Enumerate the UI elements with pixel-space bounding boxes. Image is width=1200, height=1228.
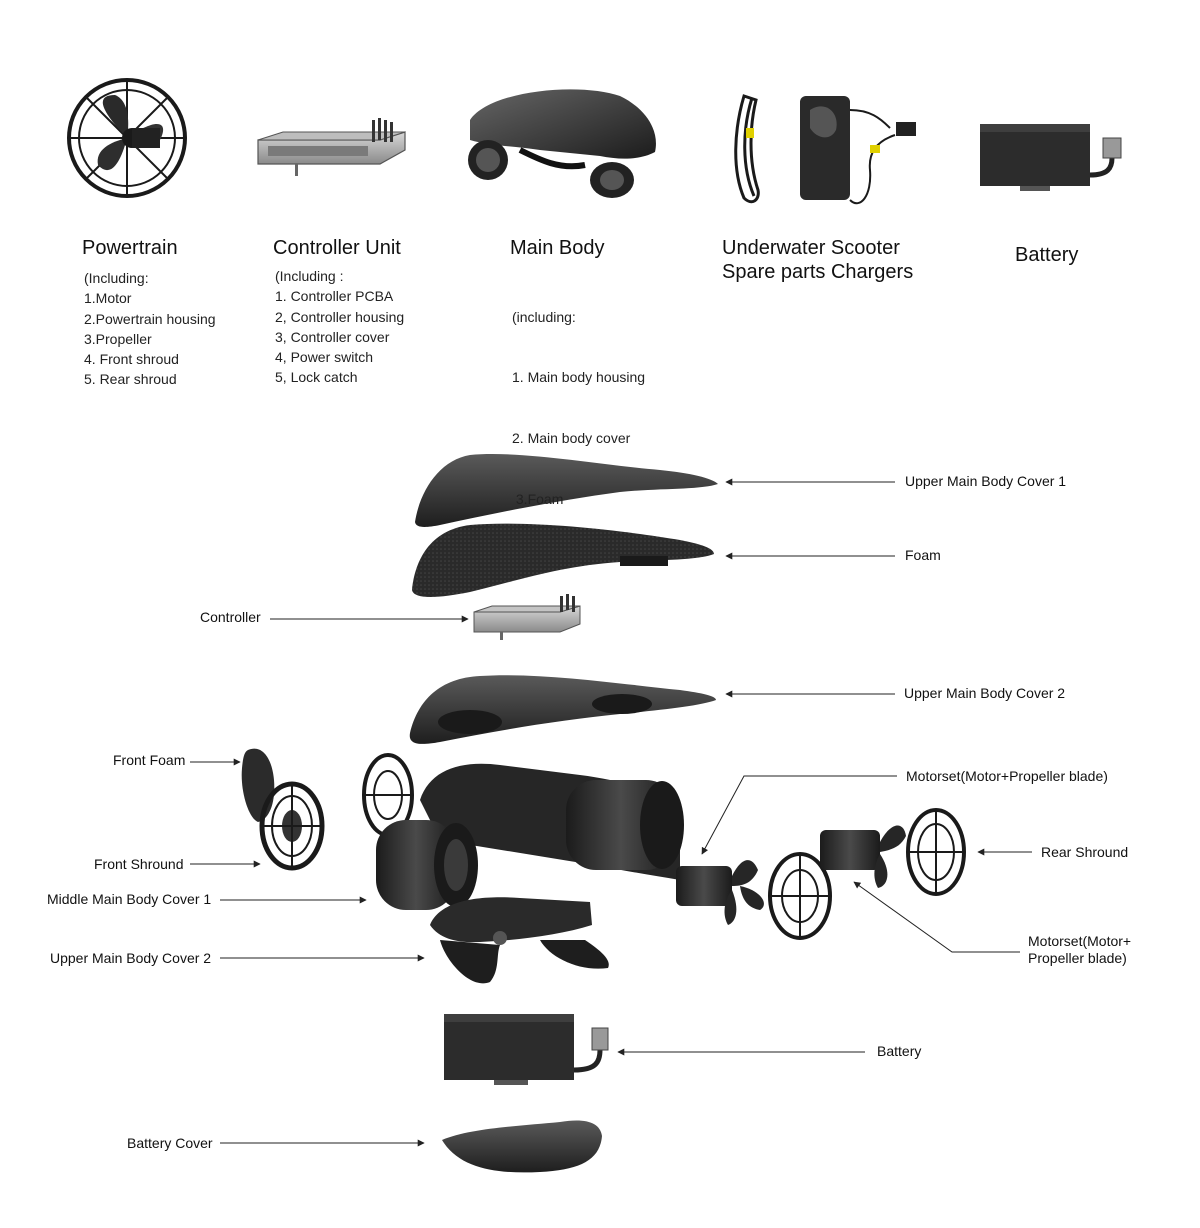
callout-motorset-bottom-line2: Propeller blade)	[1028, 950, 1127, 966]
list-item: 3, Controller cover	[275, 328, 390, 345]
battery-title: Battery	[1015, 244, 1079, 266]
callout-motorset-top: Motorset(Motor+Propeller blade)	[906, 768, 1108, 784]
foam-part	[412, 523, 714, 597]
chargers-title-line2: Spare parts Chargers	[722, 261, 914, 283]
battery-top-image	[980, 124, 1122, 191]
callout-upper-main-body-cover-2: Upper Main Body Cover 2	[904, 685, 1066, 701]
upper-main-body-cover-2-part	[409, 675, 716, 744]
callout-lines	[190, 478, 1032, 1147]
controller-unit-image	[257, 118, 406, 176]
motorset-right-part	[820, 825, 906, 888]
charger-image	[734, 94, 916, 205]
list-item: (Including :	[275, 268, 344, 284]
middle-shroud-part	[362, 753, 414, 837]
main-body-title: Main Body	[510, 237, 605, 259]
list-item: 1.Motor	[84, 290, 132, 307]
controller-part	[473, 594, 581, 640]
middle-main-body-cover-1-part	[376, 763, 684, 910]
list-item: 1. Controller PCBA	[275, 288, 394, 305]
list-item: 2.Powertrain housing	[84, 310, 216, 327]
rear-shroud-center-part	[768, 852, 832, 940]
front-shround-part	[259, 781, 325, 871]
list-item: 4, Power switch	[275, 349, 374, 366]
callout-upper-main-body-cover-2-lower: Upper Main Body Cover 2	[50, 950, 212, 966]
list-item: 4. Front shroud	[84, 351, 179, 368]
list-item: 2. Main body cover	[512, 430, 631, 447]
list-item: (including:	[512, 308, 576, 325]
list-item: (Including:	[84, 270, 149, 286]
controller-unit-list: (Including : 1. Controller PCBA 2, Contr…	[275, 266, 404, 388]
powertrain-list: (Including: 1.Motor 2.Powertrain housing…	[84, 268, 216, 390]
callout-foam: Foam	[905, 547, 941, 563]
list-item: 2, Controller housing	[275, 308, 405, 325]
list-item: 1. Main body housing	[512, 369, 646, 386]
callout-battery-cover: Battery Cover	[127, 1135, 213, 1151]
list-item: 3.Foam	[512, 491, 564, 508]
front-foam-part	[241, 748, 275, 822]
powertrain-image	[67, 78, 187, 198]
powertrain-title: Powertrain	[82, 237, 178, 259]
callout-rear-shround: Rear Shround	[1041, 844, 1129, 860]
list-item: 5, Lock catch	[275, 369, 358, 386]
callout-battery: Battery	[877, 1043, 922, 1059]
callout-front-foam: Front Foam	[113, 752, 186, 768]
main-body-list: (including: 1. Main body housing 2. Main…	[512, 266, 645, 530]
callout-front-shround: Front Shround	[94, 856, 184, 872]
callout-controller: Controller	[200, 609, 261, 625]
callout-motorset-bottom-line1: Motorset(Motor+	[1028, 933, 1132, 949]
list-item: 3.Propeller	[84, 330, 152, 347]
controller-unit-title: Controller Unit	[273, 237, 401, 259]
callout-upper-main-body-cover-1: Upper Main Body Cover 1	[905, 473, 1067, 489]
lower-housing-part	[430, 897, 609, 984]
upper-main-body-cover-1	[415, 453, 718, 527]
chargers-title-line1: Underwater Scooter	[722, 237, 900, 259]
list-item: 5. Rear shroud	[84, 371, 177, 388]
callout-middle-main-body-cover-1: Middle Main Body Cover 1	[47, 891, 212, 907]
battery-part	[444, 1014, 609, 1085]
rear-shround-part	[906, 808, 966, 896]
motorset-center-part	[676, 860, 764, 925]
battery-cover-part	[442, 1120, 602, 1173]
main-body-image	[468, 89, 656, 198]
